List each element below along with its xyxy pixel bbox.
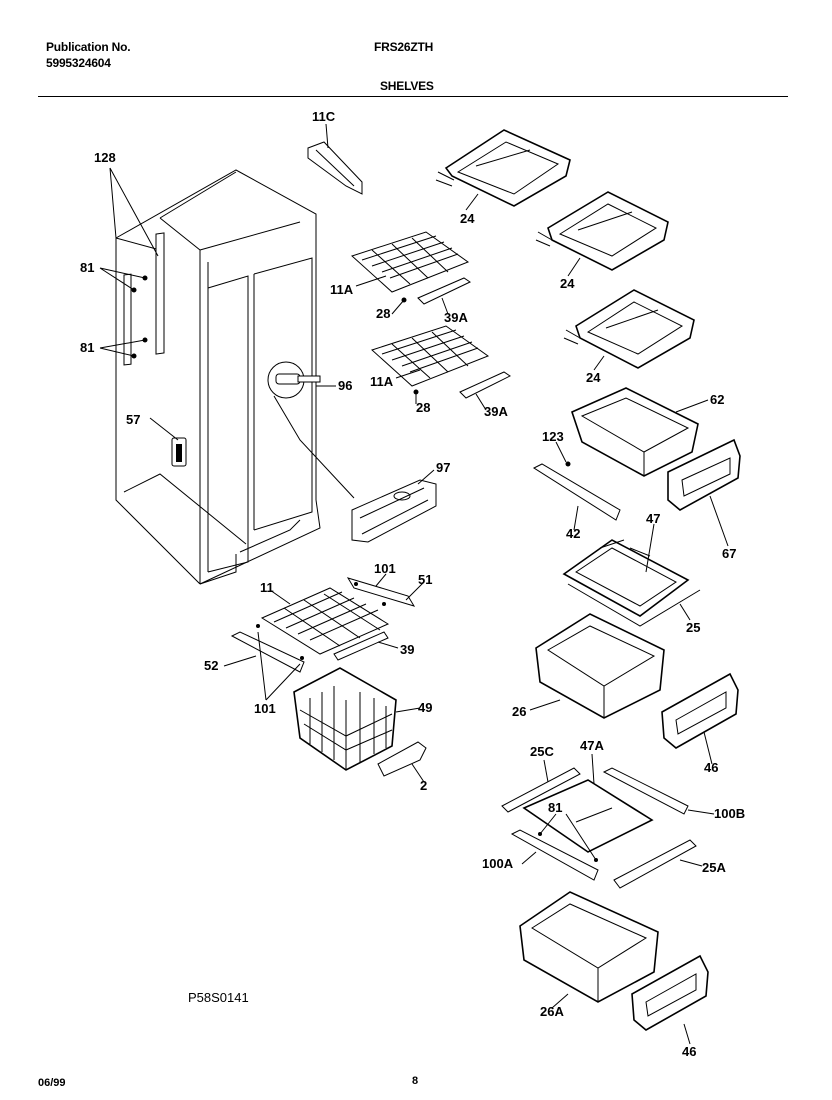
- callout-11a-lower: 11A: [370, 374, 394, 389]
- callout-11c: 11C: [312, 109, 336, 124]
- publication-number: 5995324604: [46, 56, 111, 70]
- crisper-26a-drawing: [519, 891, 659, 1003]
- header-divider: [38, 96, 788, 97]
- crisper-cover-47-drawing: [562, 539, 701, 627]
- callout-24-middle: 24: [560, 276, 575, 291]
- callout-25a: 25A: [702, 860, 726, 875]
- callout-46-upper: 46: [704, 760, 718, 775]
- callout-128: 128: [94, 150, 116, 165]
- callout-39: 39: [400, 642, 414, 657]
- callout-81-upper: 81: [80, 260, 94, 275]
- callout-2: 2: [420, 778, 427, 793]
- callout-52: 52: [204, 658, 218, 673]
- diagram-code: P58S0141: [188, 990, 249, 1005]
- callout-28-lower: 28: [416, 400, 430, 415]
- callout-28-upper: 28: [376, 306, 390, 321]
- publication-label: Publication No.: [46, 40, 131, 54]
- model-number: FRS26ZTH: [374, 40, 434, 54]
- callout-26: 26: [512, 704, 526, 719]
- callout-101-upper: 101: [374, 561, 396, 576]
- callout-24-top: 24: [460, 211, 475, 226]
- callout-47: 47: [646, 511, 660, 526]
- callout-24-bottom: 24: [586, 370, 601, 385]
- callout-39a-lower: 39A: [484, 404, 508, 419]
- part-2-drawing: [377, 741, 427, 777]
- part-52-drawing: [230, 624, 305, 673]
- door-bin-46-drawing: [661, 672, 739, 749]
- part-11c-drawing: [307, 141, 363, 195]
- part-97-drawing: [351, 479, 437, 543]
- callout-67: 67: [722, 546, 736, 561]
- callout-42: 42: [566, 526, 580, 541]
- footer-date: 06/99: [38, 1077, 66, 1089]
- callout-11: 11: [260, 580, 274, 595]
- part-96-drawing: [267, 361, 355, 499]
- callout-11a-upper: 11A: [330, 282, 354, 297]
- crisper-26-drawing: [535, 613, 665, 719]
- cabinet-drawing: [115, 169, 321, 585]
- freezer-basket-49-drawing: [293, 667, 397, 771]
- callout-25c: 25C: [530, 744, 554, 759]
- callout-25: 25: [686, 620, 700, 635]
- callout-49: 49: [418, 700, 432, 715]
- leader-lines: [99, 123, 729, 1045]
- callout-47a: 47A: [580, 738, 604, 753]
- footer-page-number: 8: [412, 1075, 418, 1087]
- callout-101-lower: 101: [254, 701, 276, 716]
- part-123-drawing: [565, 461, 571, 467]
- door-bin-46-lower-drawing: [631, 954, 709, 1031]
- callout-46-lower: 46: [682, 1044, 696, 1059]
- crisper-62-drawing: [571, 387, 699, 477]
- callout-81-lower: 81: [80, 340, 94, 355]
- door-bin-67-drawing: [667, 438, 741, 511]
- callout-57: 57: [126, 412, 140, 427]
- hinge-strip-drawing: [123, 232, 165, 366]
- callout-26a: 26A: [540, 1004, 564, 1019]
- callout-51: 51: [418, 572, 432, 587]
- callout-39a-upper: 39A: [444, 310, 468, 325]
- lower-shelf-assembly-drawing: [501, 767, 697, 889]
- callout-62: 62: [710, 392, 724, 407]
- callout-81-glass: 81: [548, 800, 562, 815]
- callout-123: 123: [542, 429, 564, 444]
- freezer-shelf-11-drawing: [260, 577, 416, 661]
- callout-100a: 100A: [482, 856, 514, 871]
- callout-100b: 100B: [714, 806, 745, 821]
- part-42-drawing: [532, 463, 621, 521]
- callout-97: 97: [436, 460, 450, 475]
- callout-96: 96: [338, 378, 352, 393]
- wire-shelf-drawings: [351, 231, 511, 399]
- glass-shelf-drawings: [435, 129, 695, 369]
- section-title: SHELVES: [380, 79, 434, 93]
